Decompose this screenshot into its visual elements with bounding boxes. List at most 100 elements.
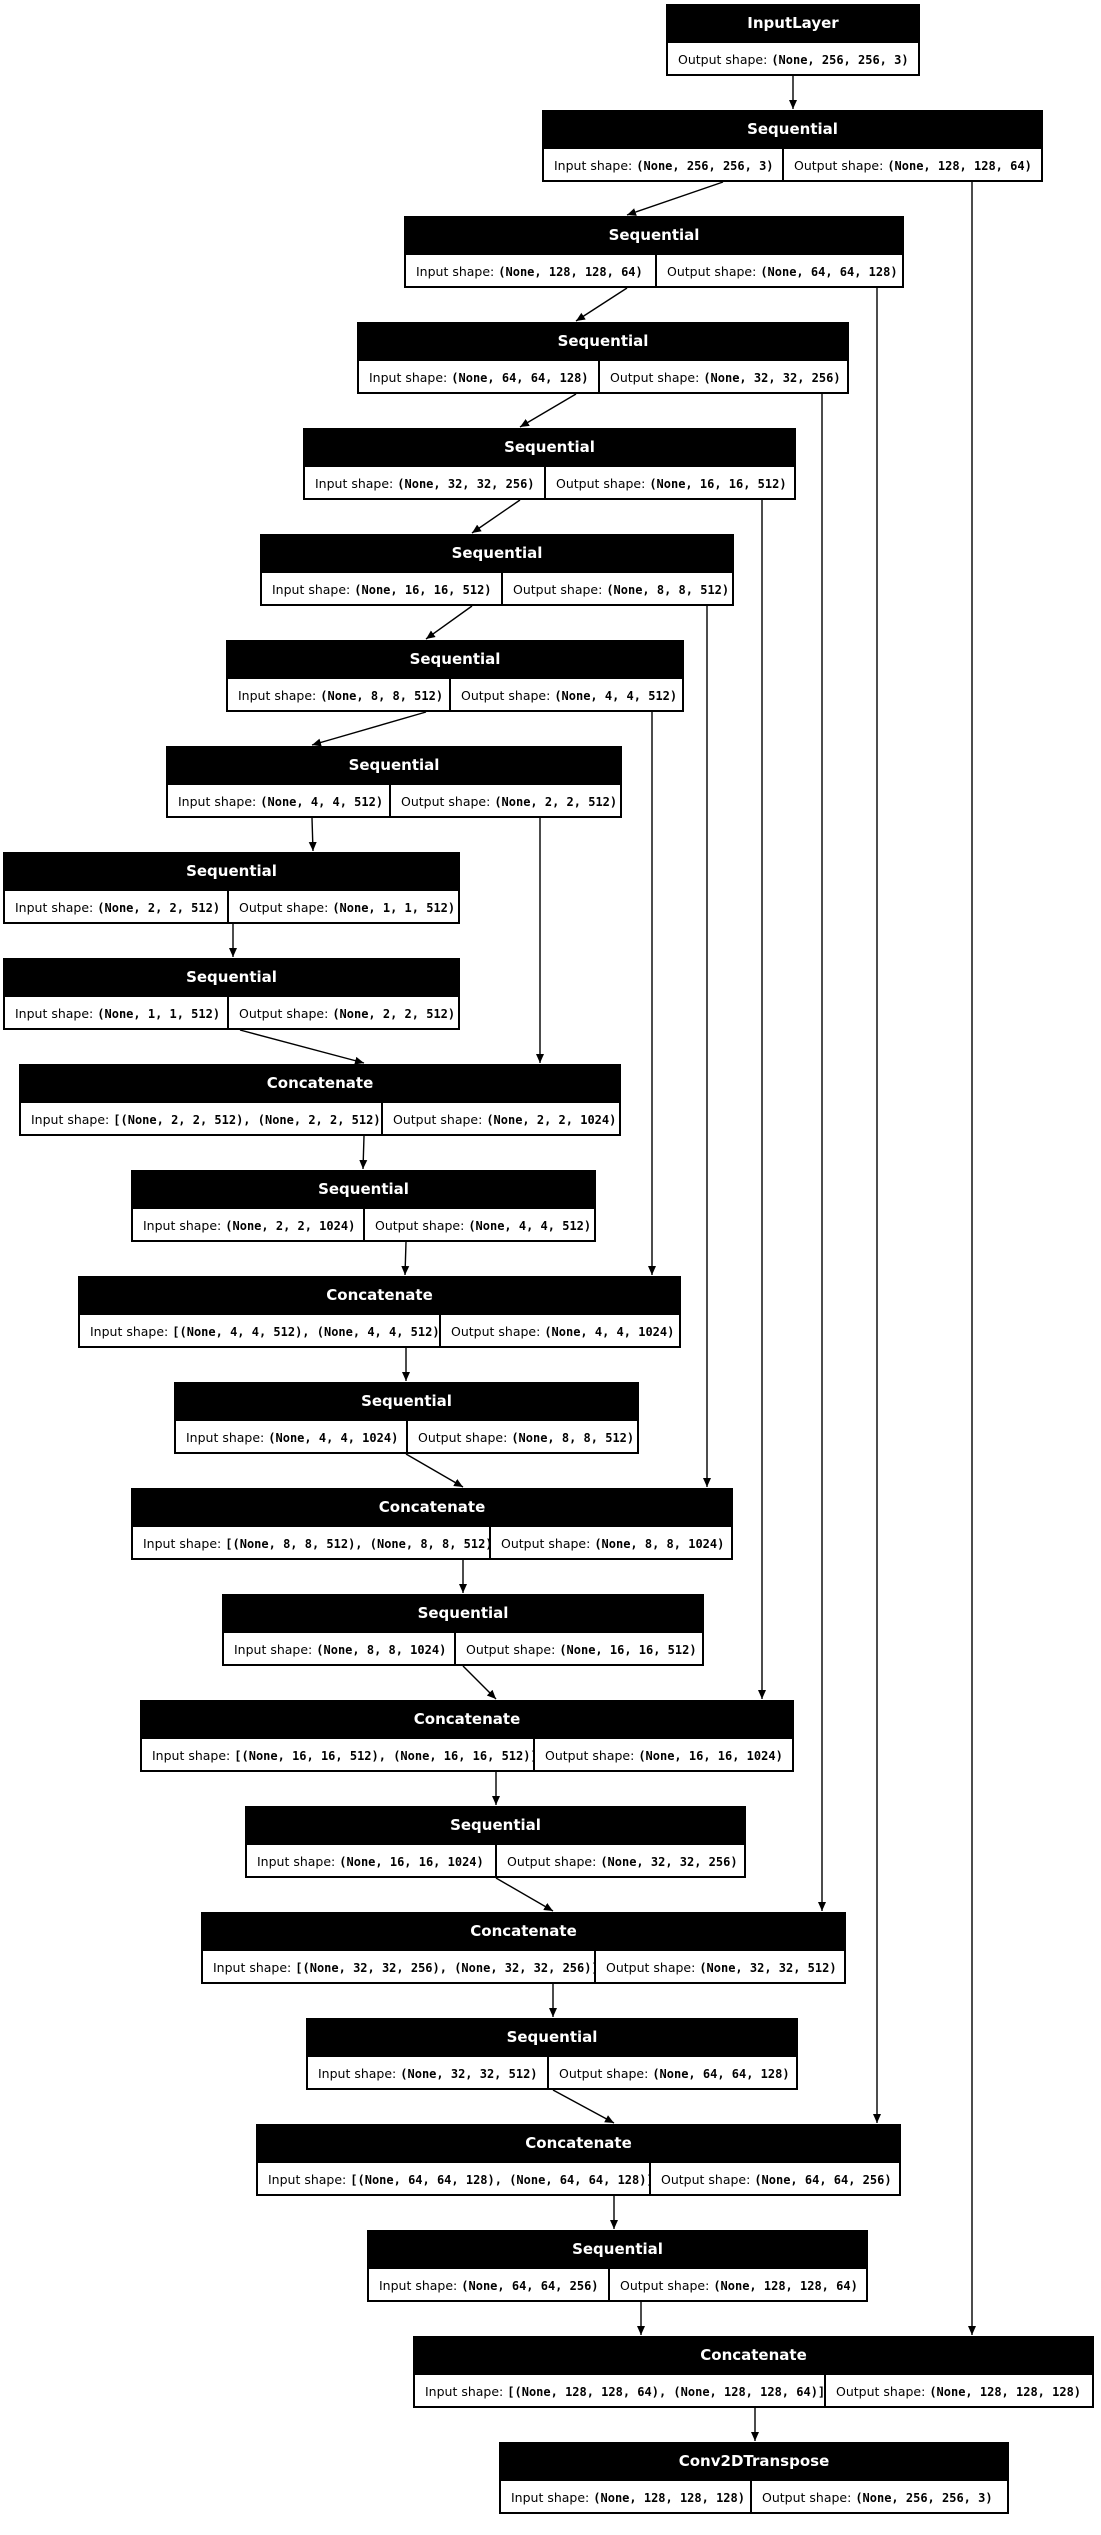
node-title: Sequential [308,2020,796,2057]
output-shape-cell: Output shape: (None, 128, 128, 64) [610,2269,866,2302]
output-shape-cell: Output shape: (None, 16, 16, 512) [546,467,794,500]
output-shape-label: Output shape: [239,1006,329,1021]
shape-row: Input shape: (None, 128, 128, 128)Output… [501,2481,1007,2514]
input-shape-label: Input shape: [15,900,94,915]
output-shape-value: (None, 4, 4, 512) [554,689,678,703]
input-shape-cell: Input shape: (None, 8, 8, 1024) [224,1633,456,1666]
shape-row: Input shape: (None, 16, 16, 1024)Output … [247,1845,744,1878]
shape-row: Input shape: (None, 64, 64, 128)Output s… [359,361,847,394]
node-title: Concatenate [80,1278,679,1315]
output-shape-value: (None, 128, 128, 128) [929,2385,1082,2399]
output-shape-cell: Output shape: (None, 64, 64, 128) [657,255,902,288]
node-title: Concatenate [21,1066,619,1103]
output-shape-cell: Output shape: (None, 8, 8, 512) [408,1421,637,1454]
edge [519,393,577,428]
input-shape-value: (None, 2, 2, 512) [97,901,221,915]
output-shape-label: Output shape: [507,1854,597,1869]
output-shape-label: Output shape: [620,2278,710,2293]
input-shape-cell: Input shape: [(None, 2, 2, 512), (None, … [21,1103,383,1136]
output-shape-cell: Output shape: (None, 4, 4, 512) [451,679,682,712]
input-shape-cell: Input shape: (None, 4, 4, 1024) [176,1421,408,1454]
input-shape-cell: Input shape: [(None, 4, 4, 512), (None, … [80,1315,441,1348]
output-shape-cell: Output shape: (None, 128, 128, 128) [826,2375,1092,2408]
output-shape-value: (None, 32, 32, 256) [703,371,841,385]
input-shape-value: (None, 16, 16, 512) [354,583,492,597]
input-shape-value: (None, 2, 2, 1024) [225,1219,356,1233]
output-shape-cell: Output shape: (None, 4, 4, 512) [365,1209,594,1242]
shape-row: Input shape: [(None, 64, 64, 128), (None… [258,2163,899,2196]
output-shape-cell: Output shape: (None, 32, 32, 512) [596,1951,844,1984]
input-shape-cell: Input shape: (None, 4, 4, 512) [168,785,391,818]
shape-row: Input shape: (None, 4, 4, 1024)Output sh… [176,1421,637,1454]
output-shape-label: Output shape: [451,1324,541,1339]
input-shape-label: Input shape: [315,476,394,491]
edge [308,817,317,852]
shape-row: Input shape: (None, 8, 8, 1024)Output sh… [224,1633,702,1666]
shape-row: Input shape: (None, 2, 2, 1024)Output sh… [133,1209,594,1242]
shape-row: Output shape: (None, 256, 256, 3) [668,43,918,76]
input-shape-cell: Input shape: [(None, 64, 64, 128), (None… [258,2163,651,2196]
node-title: Sequential [176,1384,637,1421]
output-shape-value: (None, 8, 8, 1024) [594,1537,725,1551]
edge [495,1877,554,1912]
input-shape-label: Input shape: [416,264,495,279]
output-shape-cell: Output shape: (None, 64, 64, 256) [651,2163,899,2196]
input-shape-value: [(None, 64, 64, 128), (None, 64, 64, 128… [350,2173,651,2187]
input-shape-label: Input shape: [425,2384,504,2399]
input-shape-value: (None, 8, 8, 512) [320,689,444,703]
output-shape-cell: Output shape: (None, 64, 64, 128) [549,2057,796,2090]
node-title: Concatenate [258,2126,899,2163]
input-shape-label: Input shape: [238,688,317,703]
shape-row: Input shape: [(None, 2, 2, 512), (None, … [21,1103,619,1136]
node-title: Conv2DTranspose [501,2444,1007,2481]
edge [462,1665,497,1700]
output-shape-value: (None, 16, 16, 512) [559,1643,697,1657]
input-shape-value: (None, 64, 64, 128) [451,371,589,385]
node-title: Sequential [228,642,682,679]
input-shape-label: Input shape: [186,1430,265,1445]
output-shape-label: Output shape: [762,2490,852,2505]
output-shape-label: Output shape: [501,1536,591,1551]
output-shape-value: (None, 128, 128, 64) [887,159,1032,173]
output-shape-label: Output shape: [678,52,768,67]
output-shape-value: (None, 2, 2, 512) [494,795,618,809]
edge [239,1029,365,1065]
output-shape-value: (None, 1, 1, 512) [332,901,456,915]
shape-row: Input shape: (None, 16, 16, 512)Output s… [262,573,732,606]
shape-row: Input shape: (None, 64, 64, 256)Output s… [369,2269,866,2302]
output-shape-label: Output shape: [375,1218,465,1233]
edge [401,1241,410,1276]
output-shape-label: Output shape: [461,688,551,703]
input-shape-value: [(None, 128, 128, 64), (None, 128, 128, … [507,2385,826,2399]
output-shape-label: Output shape: [401,794,491,809]
edge [311,711,427,747]
shape-row: Input shape: [(None, 128, 128, 64), (Non… [415,2375,1092,2408]
output-shape-value: (None, 8, 8, 512) [511,1431,635,1445]
input-shape-cell: Input shape: (None, 256, 256, 3) [544,149,784,182]
input-shape-label: Input shape: [15,1006,94,1021]
input-shape-cell: Input shape: (None, 32, 32, 512) [308,2057,549,2090]
output-shape-value: (None, 16, 16, 1024) [638,1749,783,1763]
output-shape-cell: Output shape: (None, 2, 2, 1024) [383,1103,619,1136]
output-shape-label: Output shape: [559,2066,649,2081]
input-shape-value: (None, 32, 32, 256) [397,477,535,491]
output-shape-value: (None, 64, 64, 128) [652,2067,790,2081]
shape-row: Input shape: [(None, 32, 32, 256), (None… [203,1951,844,1984]
output-shape-label: Output shape: [661,2172,751,2187]
input-shape-value: (None, 128, 128, 64) [498,265,643,279]
input-shape-value: (None, 16, 16, 1024) [339,1855,484,1869]
input-shape-cell: Input shape: (None, 32, 32, 256) [305,467,546,500]
node-title: Sequential [168,748,620,785]
output-shape-cell: Output shape: (None, 32, 32, 256) [600,361,847,394]
input-shape-cell: Input shape: (None, 2, 2, 512) [5,891,229,924]
node-title: Sequential [247,1808,744,1845]
